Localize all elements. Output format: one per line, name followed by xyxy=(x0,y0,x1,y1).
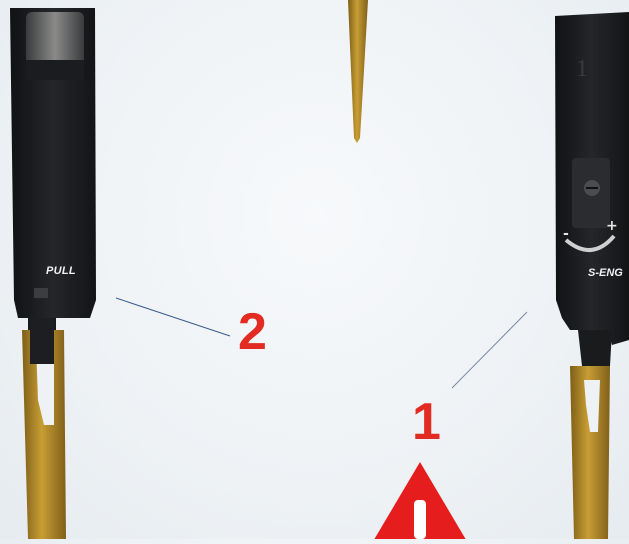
marker-2: 2 xyxy=(238,302,267,362)
leader-line-1 xyxy=(452,312,527,388)
warning-triangle-icon xyxy=(362,462,478,539)
leader-line-2 xyxy=(116,298,230,336)
svg-text:+: + xyxy=(606,218,618,234)
marker-1: 1 xyxy=(412,392,441,452)
s-eng-label: S-ENG xyxy=(588,267,623,279)
svg-text:-: - xyxy=(563,226,569,242)
pull-label: PULL xyxy=(46,265,76,277)
right-device-number: 1 xyxy=(576,56,588,83)
gold-needle xyxy=(348,0,368,143)
